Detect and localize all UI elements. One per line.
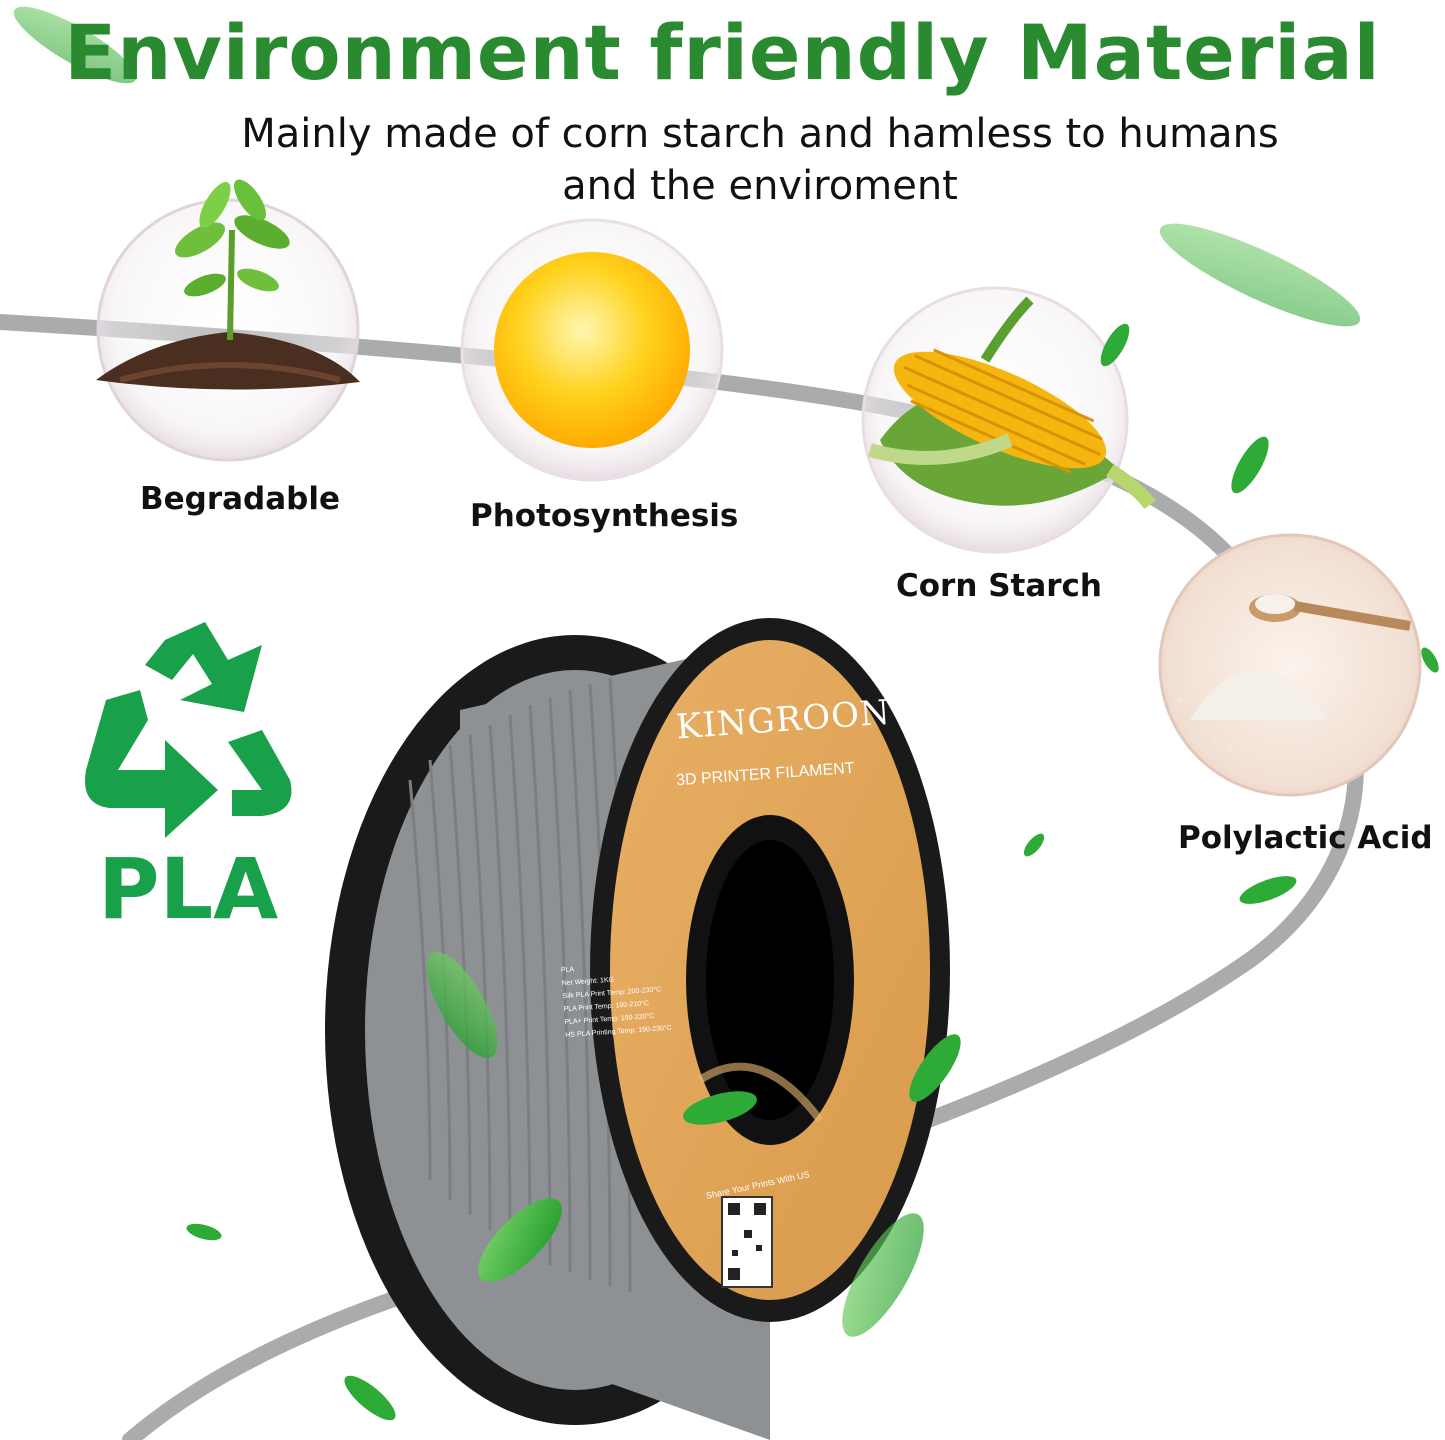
pla-pellets-spoon-bubble-icon [1158, 533, 1422, 797]
pla-badge-text: PLA [98, 840, 279, 938]
recycle-arrows-icon [85, 622, 292, 838]
spool-specs: PLA Net Weight: 1KG Silk PLA Print Temp:… [560, 956, 685, 1042]
corn-cob-bubble-icon [861, 286, 1156, 554]
filament-spool [325, 618, 950, 1440]
page-title: Environment friendly Material [64, 8, 1381, 97]
feature-label-degradable: Begradable [140, 481, 341, 517]
sun-bubble-icon [460, 218, 724, 482]
feature-label-polylactic-acid: Polylactic Acid [1178, 820, 1433, 856]
feature-label-photosynthesis: Photosynthesis [470, 498, 739, 534]
seedling-in-soil-bubble-icon [96, 179, 360, 462]
feature-label-corn-starch: Corn Starch [896, 568, 1102, 604]
floating-leaves [13, 6, 1439, 1421]
page-subtitle: Mainly made of corn starch and hamless t… [241, 111, 1279, 209]
